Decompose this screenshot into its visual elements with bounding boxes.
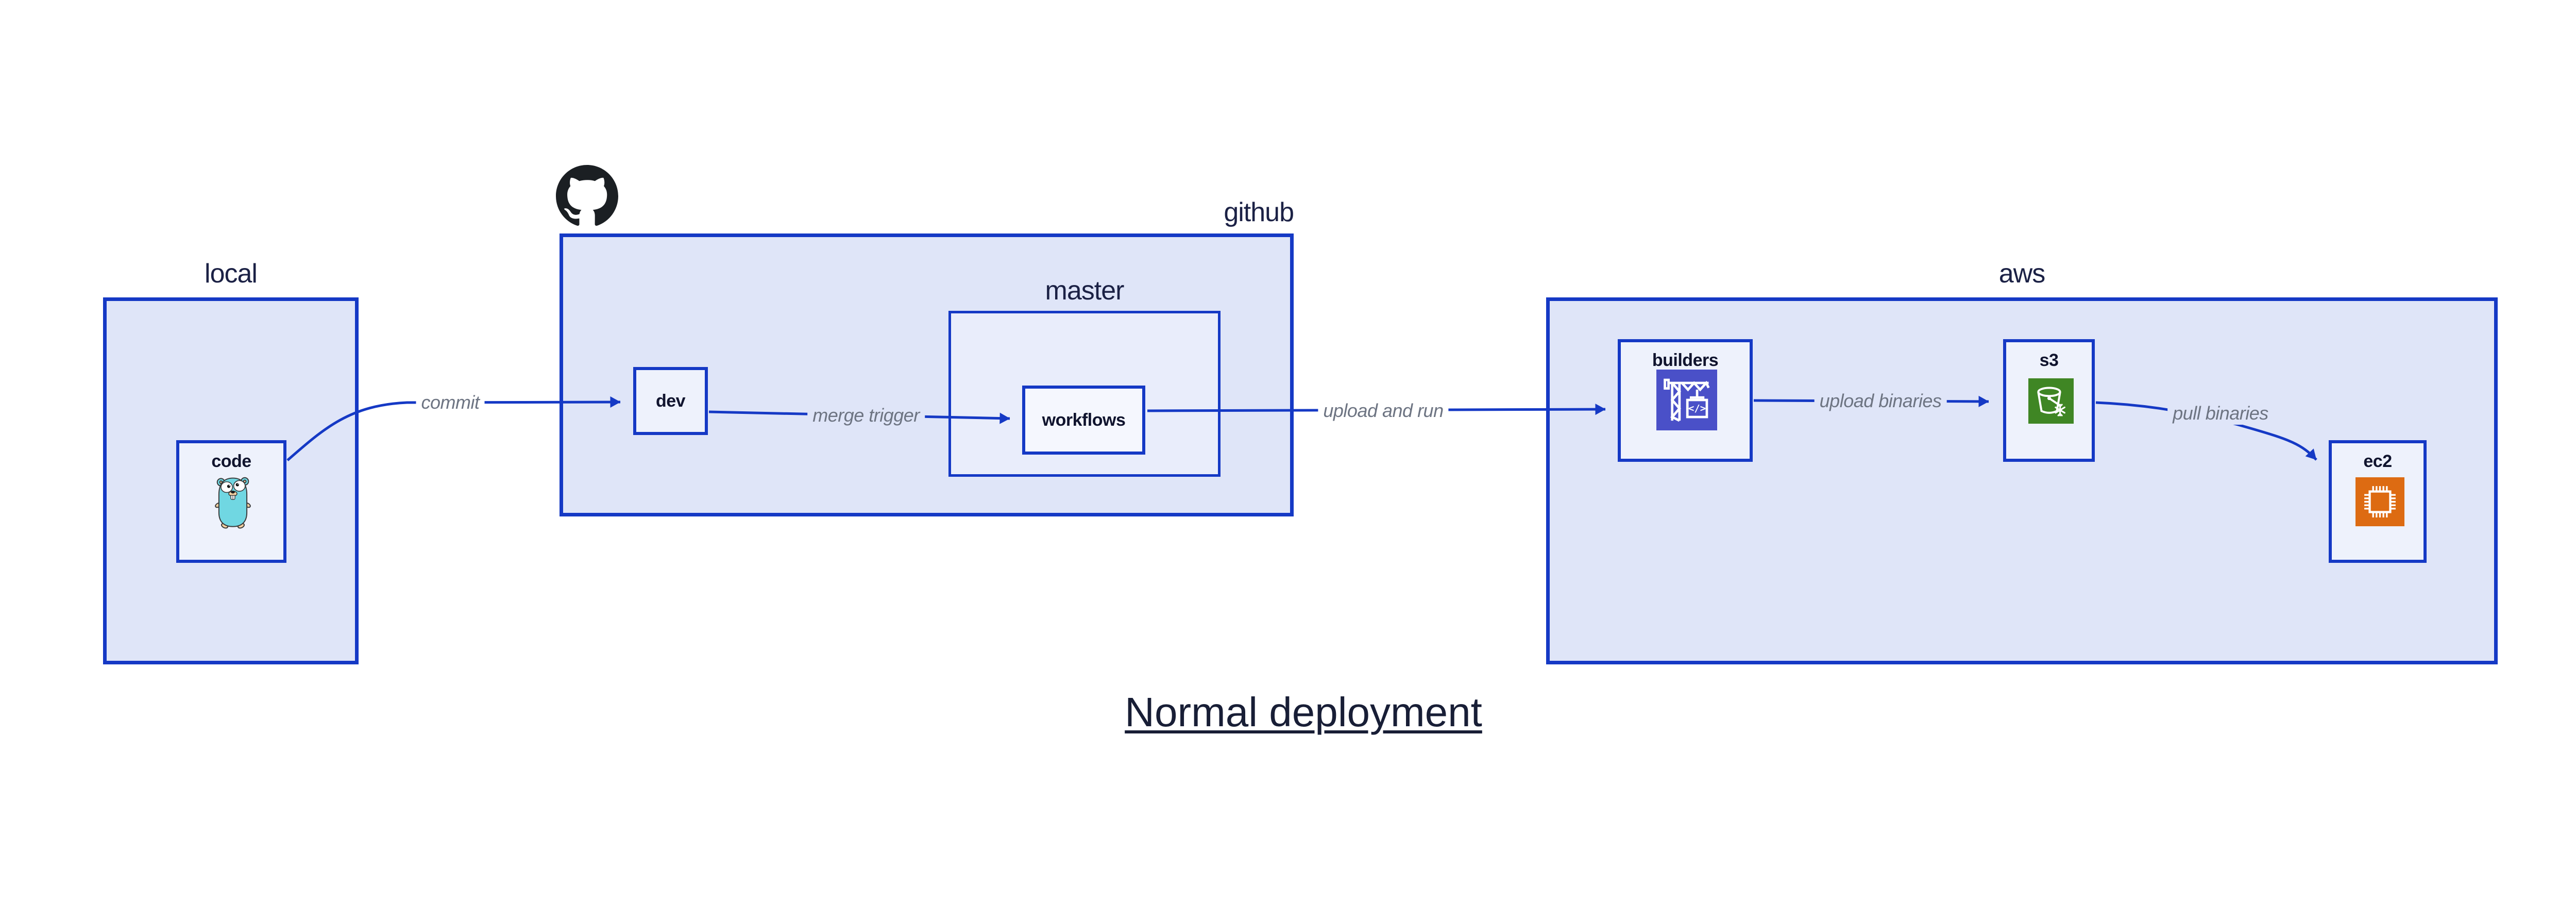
aws-container-label: aws <box>1998 259 2045 289</box>
edge-label-upload-binaries: upload binaries <box>1814 390 1947 412</box>
node-workflows: workflows <box>1022 386 1145 455</box>
node-ec2-label: ec2 <box>2363 452 2392 471</box>
edge-label-commit: commit <box>416 391 485 414</box>
node-s3: s3 <box>2003 339 2095 462</box>
master-container-label: master <box>1045 276 1125 306</box>
s3-glacier-bucket-icon <box>2028 378 2074 424</box>
node-builders-label: builders <box>1652 350 1719 370</box>
codebuild-crane-icon: </> <box>1656 370 1717 430</box>
node-s3-label: s3 <box>2039 350 2059 370</box>
node-builders: builders </> <box>1618 339 1753 462</box>
edge-label-merge-trigger: merge trigger <box>807 404 925 427</box>
local-container-label: local <box>205 259 258 289</box>
svg-text:</>: </> <box>1688 403 1706 414</box>
node-code-label: code <box>211 452 251 471</box>
edge-label-pull-binaries: pull binaries <box>2167 402 2274 425</box>
node-code: code <box>176 440 286 563</box>
ec2-chip-icon <box>2355 477 2404 526</box>
node-dev: dev <box>633 367 708 435</box>
github-container-label: github <box>1224 197 1294 227</box>
go-gopher-icon <box>212 473 253 530</box>
node-dev-label: dev <box>655 391 686 411</box>
github-logo-icon <box>556 165 618 227</box>
node-workflows-label: workflows <box>1042 410 1126 430</box>
node-ec2: ec2 <box>2329 440 2427 563</box>
diagram-title: Normal deployment <box>1125 689 1482 735</box>
edge-label-upload-and-run: upload and run <box>1318 399 1449 422</box>
